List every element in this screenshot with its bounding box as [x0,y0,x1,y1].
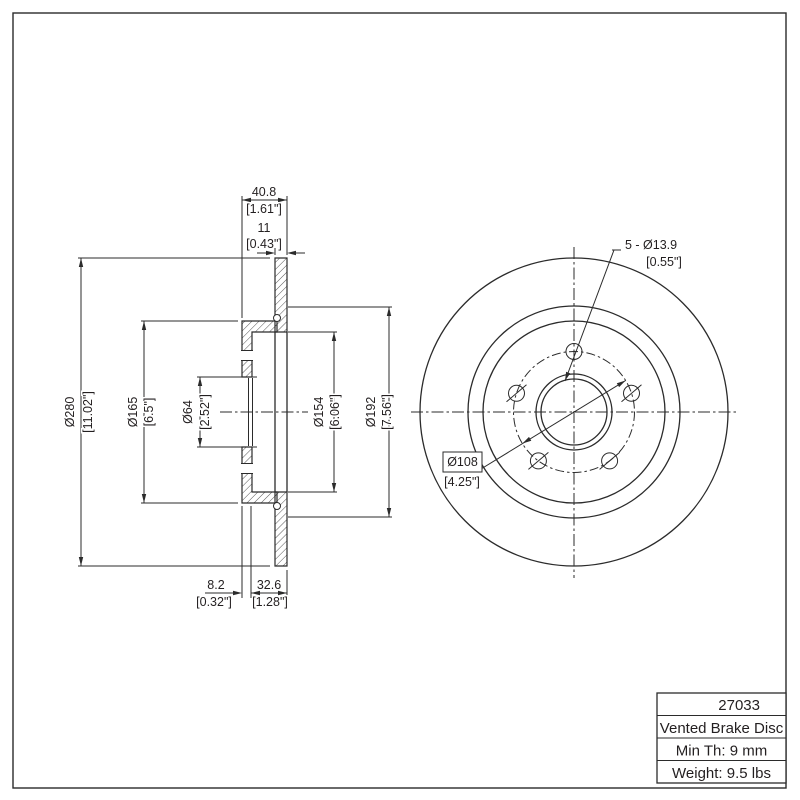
dim-disc-thickness-mm: 11 [258,221,271,235]
title-block-row-dividers [657,715,786,761]
dim-hat-diameter-in: [6.5"] [142,398,156,427]
title-block: 27033 Vented Brake Disc Min Th: 9 mm Wei… [656,692,787,784]
step-diameter-circle [467,305,681,519]
callout-bolt-holes-in: [0.55"] [646,255,682,269]
dimension-lines [78,196,392,598]
product-name: Vented Brake Disc [660,720,784,737]
undercut-groove-bottom [273,502,281,510]
callout-bolt-circle-mm: Ø108 [447,455,478,469]
bolt-circle-label-box [442,451,483,473]
dim-center-bore-in: [2.52"] [198,394,212,430]
dim-center-bore-mm: Ø64 [181,400,195,424]
bolt-hole-leader-line [564,249,621,382]
undercut-groove-top [273,314,281,322]
dim-hat-depth-mm: 32.6 [257,578,281,592]
dim-outer-diameter-in: [11.02"] [81,391,95,433]
front-view: 5 - Ø13.9 [0.55"] Ø108 [4.25"] [411,237,737,578]
dim-outer-diameter-mm: Ø280 [63,397,77,428]
dim-recess-diameter-in: [6.06"] [328,394,342,430]
dim-overall-width-in: [1.61"] [246,202,282,216]
friction-band-bottom-section [274,491,288,567]
hub-pilot-circle [535,373,613,451]
outer-diameter-circle [419,257,729,567]
weight: Weight: 9.5 lbs [672,765,771,782]
bolt-circle-leader-line [480,380,626,470]
hat-diameter-circle [482,320,666,504]
center-bore-circle [540,378,608,446]
dim-hub-offset-mm: 8.2 [207,578,224,592]
hat-flange-top-section [241,320,278,378]
hub-groove-top [240,350,254,361]
dim-hub-offset-in: [0.32"] [196,595,232,609]
callout-bolt-holes-mm: 5 - Ø13.9 [625,238,677,252]
section-view: 40.8 [1.61"] 11 [0.43"] Ø280 [11.02"] Ø1… [62,184,396,611]
bolt-holes [506,343,642,470]
part-number: 27033 [718,697,760,714]
dim-step-diameter-mm: Ø192 [364,397,378,428]
bolt-circle [513,351,635,473]
callout-bolt-circle-in: [4.25"] [444,475,480,489]
min-thickness: Min Th: 9 mm [676,743,767,760]
dim-recess-diameter-mm: Ø154 [312,397,326,428]
hat-flange-bottom-section [241,446,278,504]
page-border [12,12,787,789]
dim-step-diameter-in: [7.56"] [380,394,394,430]
dim-overall-width-mm: 40.8 [252,185,276,199]
dim-hat-depth-in: [1.28"] [252,595,288,609]
dim-disc-thickness-in: [0.43"] [246,237,282,251]
hub-groove-bottom [240,463,254,474]
dim-hat-diameter-mm: Ø165 [126,397,140,428]
